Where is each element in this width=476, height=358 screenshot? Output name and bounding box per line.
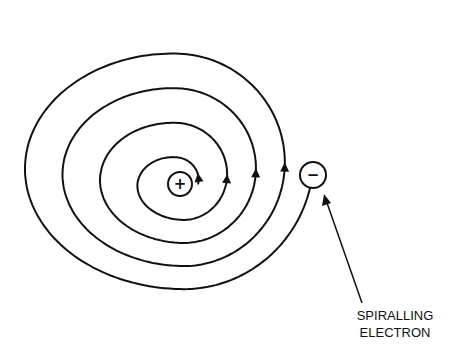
charge-sign: + [174, 177, 187, 192]
electron-circle: − [299, 161, 327, 189]
leader-arrowhead [322, 194, 331, 206]
callout-label: SPIRALLING ELECTRON [340, 308, 450, 342]
direction-arrowhead [222, 174, 231, 183]
direction-arrowhead [251, 168, 260, 177]
charge-sign: − [307, 168, 320, 183]
direction-arrows [195, 163, 290, 184]
direction-arrowhead [195, 173, 204, 183]
nucleus-circle: + [167, 171, 193, 197]
direction-arrowhead [280, 163, 289, 172]
spiral-path [25, 54, 314, 290]
leader-line [326, 200, 362, 303]
